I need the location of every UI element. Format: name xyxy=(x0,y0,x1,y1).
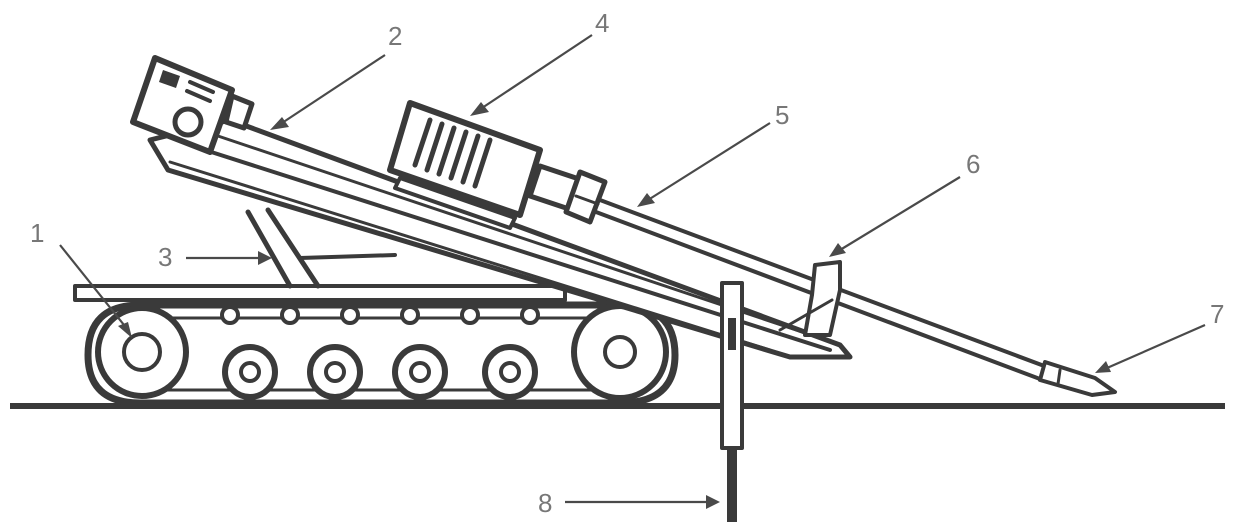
rotary-head xyxy=(387,100,608,230)
power-unit xyxy=(130,55,255,155)
vertical-probe xyxy=(720,281,744,522)
callout-5: 5 xyxy=(637,100,789,207)
drill-bit xyxy=(1038,360,1117,397)
callout-6-label: 6 xyxy=(966,149,980,179)
mast-support-strut xyxy=(245,207,397,289)
callout-8-label: 8 xyxy=(538,488,552,518)
callout-6: 6 xyxy=(829,149,980,257)
callout-7-label: 7 xyxy=(1210,299,1224,329)
callout-1-label: 1 xyxy=(30,218,44,248)
callout-1: 1 xyxy=(30,218,132,338)
callout-4: 4 xyxy=(470,8,609,116)
callout-3-label: 3 xyxy=(158,242,172,272)
callout-3: 3 xyxy=(158,242,272,272)
callout-8: 8 xyxy=(538,488,720,518)
callout-2: 2 xyxy=(270,21,402,130)
platform-deck xyxy=(73,284,567,302)
callout-5-label: 5 xyxy=(775,100,789,130)
callout-4-label: 4 xyxy=(595,8,609,38)
crawler-track xyxy=(84,301,679,407)
callout-2-label: 2 xyxy=(388,21,402,51)
rod-guide-clamp xyxy=(778,260,842,337)
callout-7: 7 xyxy=(1095,299,1224,373)
